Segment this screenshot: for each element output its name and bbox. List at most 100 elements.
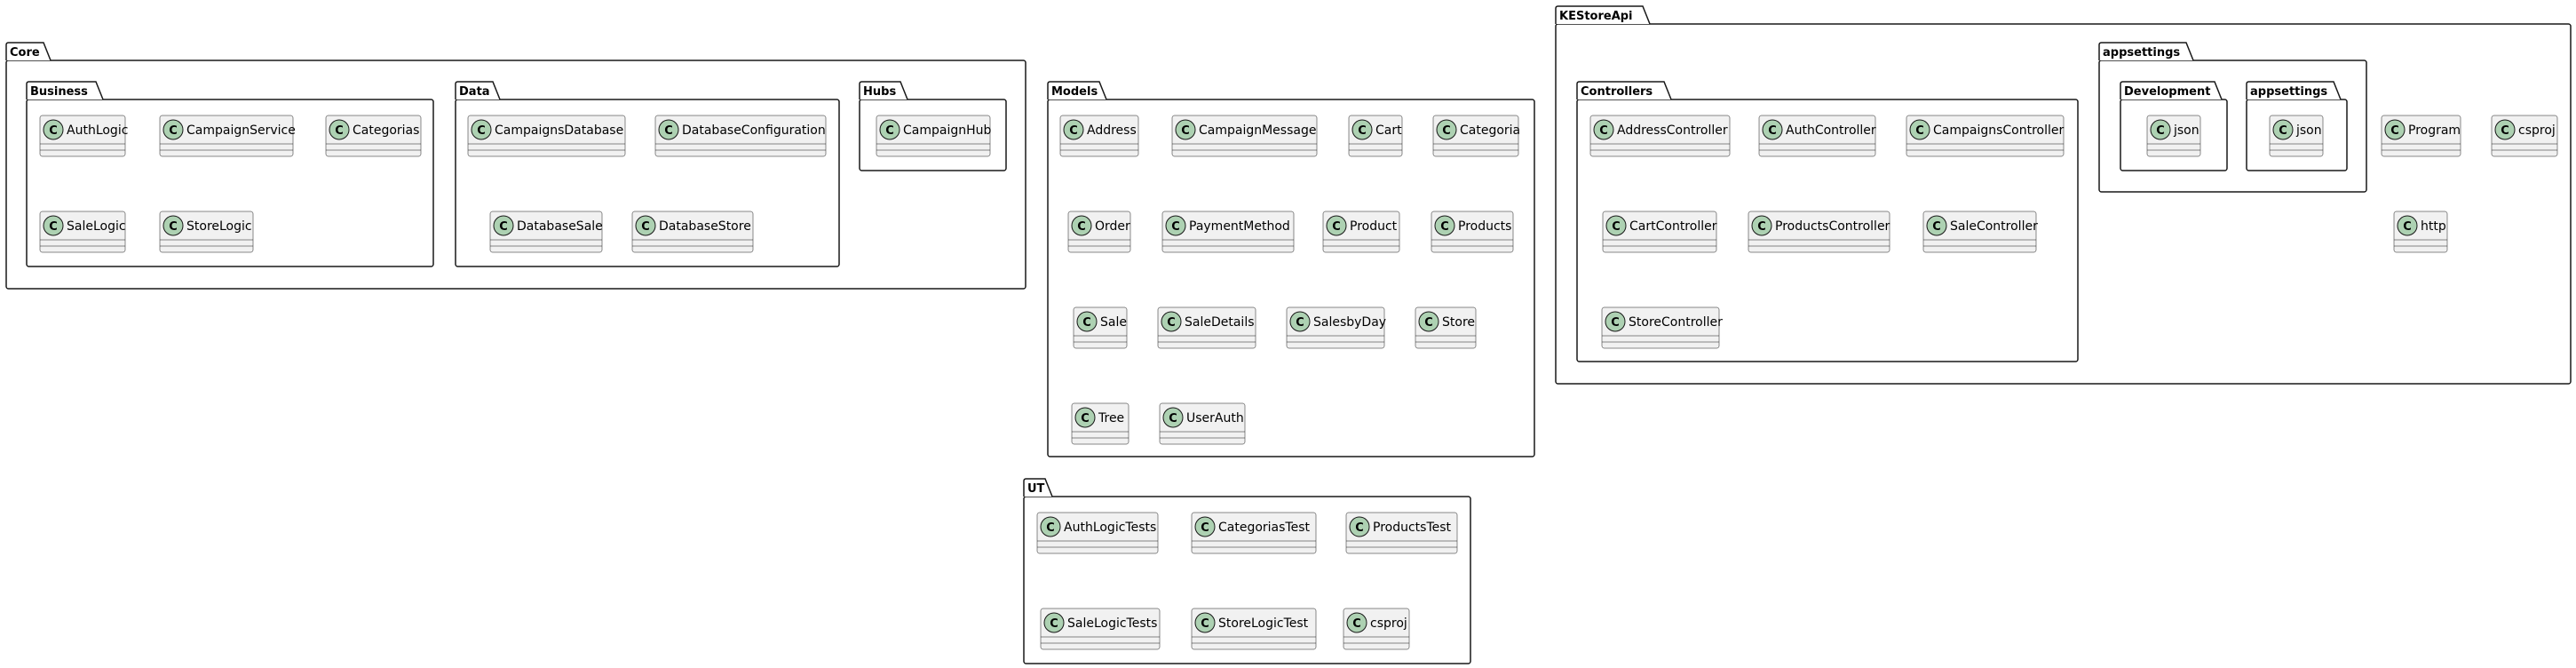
class-stereotype-icon bbox=[1175, 119, 1196, 140]
class-stereotype-letter: C bbox=[1915, 124, 1924, 138]
class-name: DatabaseStore bbox=[659, 219, 751, 234]
class-name: http bbox=[2421, 219, 2446, 234]
class-stereotype-letter: C bbox=[1167, 316, 1176, 330]
package-title: appsettings bbox=[2250, 85, 2327, 99]
class-categorias: C Categorias bbox=[325, 115, 422, 157]
class-name: CartController bbox=[1629, 219, 1717, 234]
class-stereotype-icon bbox=[493, 215, 514, 236]
class-order: C Order bbox=[1067, 211, 1131, 253]
class-databasesale: C DatabaseSale bbox=[489, 211, 603, 253]
class-stereotype-letter: C bbox=[1046, 521, 1055, 535]
class-stereotype-letter: C bbox=[1352, 617, 1361, 631]
class-name: Program bbox=[2408, 123, 2461, 138]
class-name: Cart bbox=[1375, 123, 1402, 138]
class-stereotype-icon bbox=[2272, 119, 2294, 140]
class-name: SaleController bbox=[1950, 219, 2038, 234]
class-name: Store bbox=[1442, 315, 1475, 330]
package-title: Data bbox=[459, 85, 490, 99]
package-title: Development bbox=[2124, 85, 2210, 99]
class-name: CampaignsDatabase bbox=[495, 123, 623, 138]
class-stereotype-icon bbox=[1194, 516, 1216, 537]
class-name: StoreController bbox=[1629, 315, 1723, 330]
class-stereotype-letter: C bbox=[1358, 124, 1367, 138]
package-title: appsettings bbox=[2103, 46, 2180, 60]
class-stereotype-letter: C bbox=[1599, 124, 1608, 138]
class-stereotype-letter: C bbox=[2279, 124, 2287, 138]
class-stereotype-letter: C bbox=[1440, 220, 1449, 234]
class-name: Categorias bbox=[353, 123, 419, 138]
class-name: DatabaseSale bbox=[517, 219, 603, 234]
class-stereotype-letter: C bbox=[1050, 617, 1058, 631]
class-stereotype-letter: C bbox=[1332, 220, 1341, 234]
class-stereotype-icon bbox=[658, 119, 679, 140]
class-name: CampaignsController bbox=[1933, 123, 2065, 138]
class-stereotype-icon bbox=[1165, 215, 1186, 236]
class-name: CampaignHub bbox=[903, 123, 992, 138]
class-name: StoreLogicTest bbox=[1218, 616, 1309, 631]
class-stereotype-icon bbox=[635, 215, 656, 236]
class-name: AuthController bbox=[1786, 123, 1876, 138]
class-stereotype-icon bbox=[162, 119, 184, 140]
class-stereotype-letter: C bbox=[335, 124, 344, 138]
class-stereotype-letter: C bbox=[1077, 220, 1086, 234]
class-stereotype-letter: C bbox=[1424, 316, 1433, 330]
class-name: AuthLogicTests bbox=[1064, 521, 1156, 535]
class-name: StoreLogic bbox=[186, 219, 252, 234]
package-title: Business bbox=[30, 85, 88, 99]
class-stereotype-letter: C bbox=[1296, 316, 1304, 330]
class-name: CampaignMessage bbox=[1199, 123, 1316, 138]
class-stereotype-letter: C bbox=[499, 220, 508, 234]
class-stereotype-icon bbox=[1071, 215, 1092, 236]
class-stereotype-letter: C bbox=[1355, 521, 1364, 535]
class-stereotype-icon bbox=[471, 119, 492, 140]
class-stereotype-icon bbox=[43, 215, 64, 236]
class-name: AddressController bbox=[1617, 123, 1728, 138]
class-name: ProductsTest bbox=[1373, 521, 1452, 535]
class-products: C Products bbox=[1431, 211, 1514, 253]
class-name: csproj bbox=[1370, 616, 1407, 631]
class-stereotype-icon bbox=[1349, 516, 1370, 537]
class-stereotype-icon bbox=[1762, 119, 1783, 140]
class-stereotype-letter: C bbox=[1932, 220, 1941, 234]
class-name: Order bbox=[1095, 219, 1130, 234]
class-name: SaleLogicTests bbox=[1067, 616, 1157, 631]
class-stereotype-icon bbox=[2494, 119, 2516, 140]
class-stereotype-letter: C bbox=[1201, 521, 1209, 535]
class-stereotype-icon bbox=[1909, 119, 1930, 140]
class-stereotype-letter: C bbox=[1082, 316, 1091, 330]
class-stereotype-letter: C bbox=[1442, 124, 1451, 138]
class-stereotype-letter: C bbox=[1171, 220, 1180, 234]
class-stereotype-icon bbox=[1326, 215, 1347, 236]
class-stereotype-icon bbox=[879, 119, 900, 140]
class-stereotype-letter: C bbox=[1201, 617, 1209, 631]
class-name: SaleDetails bbox=[1185, 315, 1255, 330]
package-title: Hubs bbox=[863, 85, 896, 99]
class-stereotype-icon bbox=[2397, 215, 2418, 236]
class-stereotype-icon bbox=[162, 215, 184, 236]
class-addresscontroller: C AddressController bbox=[1589, 115, 1731, 157]
class-stereotype-icon bbox=[1346, 612, 1367, 633]
class-name: Products bbox=[1458, 219, 1511, 234]
class-stereotype-icon bbox=[1605, 215, 1627, 236]
package-title: Core bbox=[10, 46, 40, 60]
class-storelogictest: C StoreLogicTest bbox=[1191, 608, 1317, 650]
